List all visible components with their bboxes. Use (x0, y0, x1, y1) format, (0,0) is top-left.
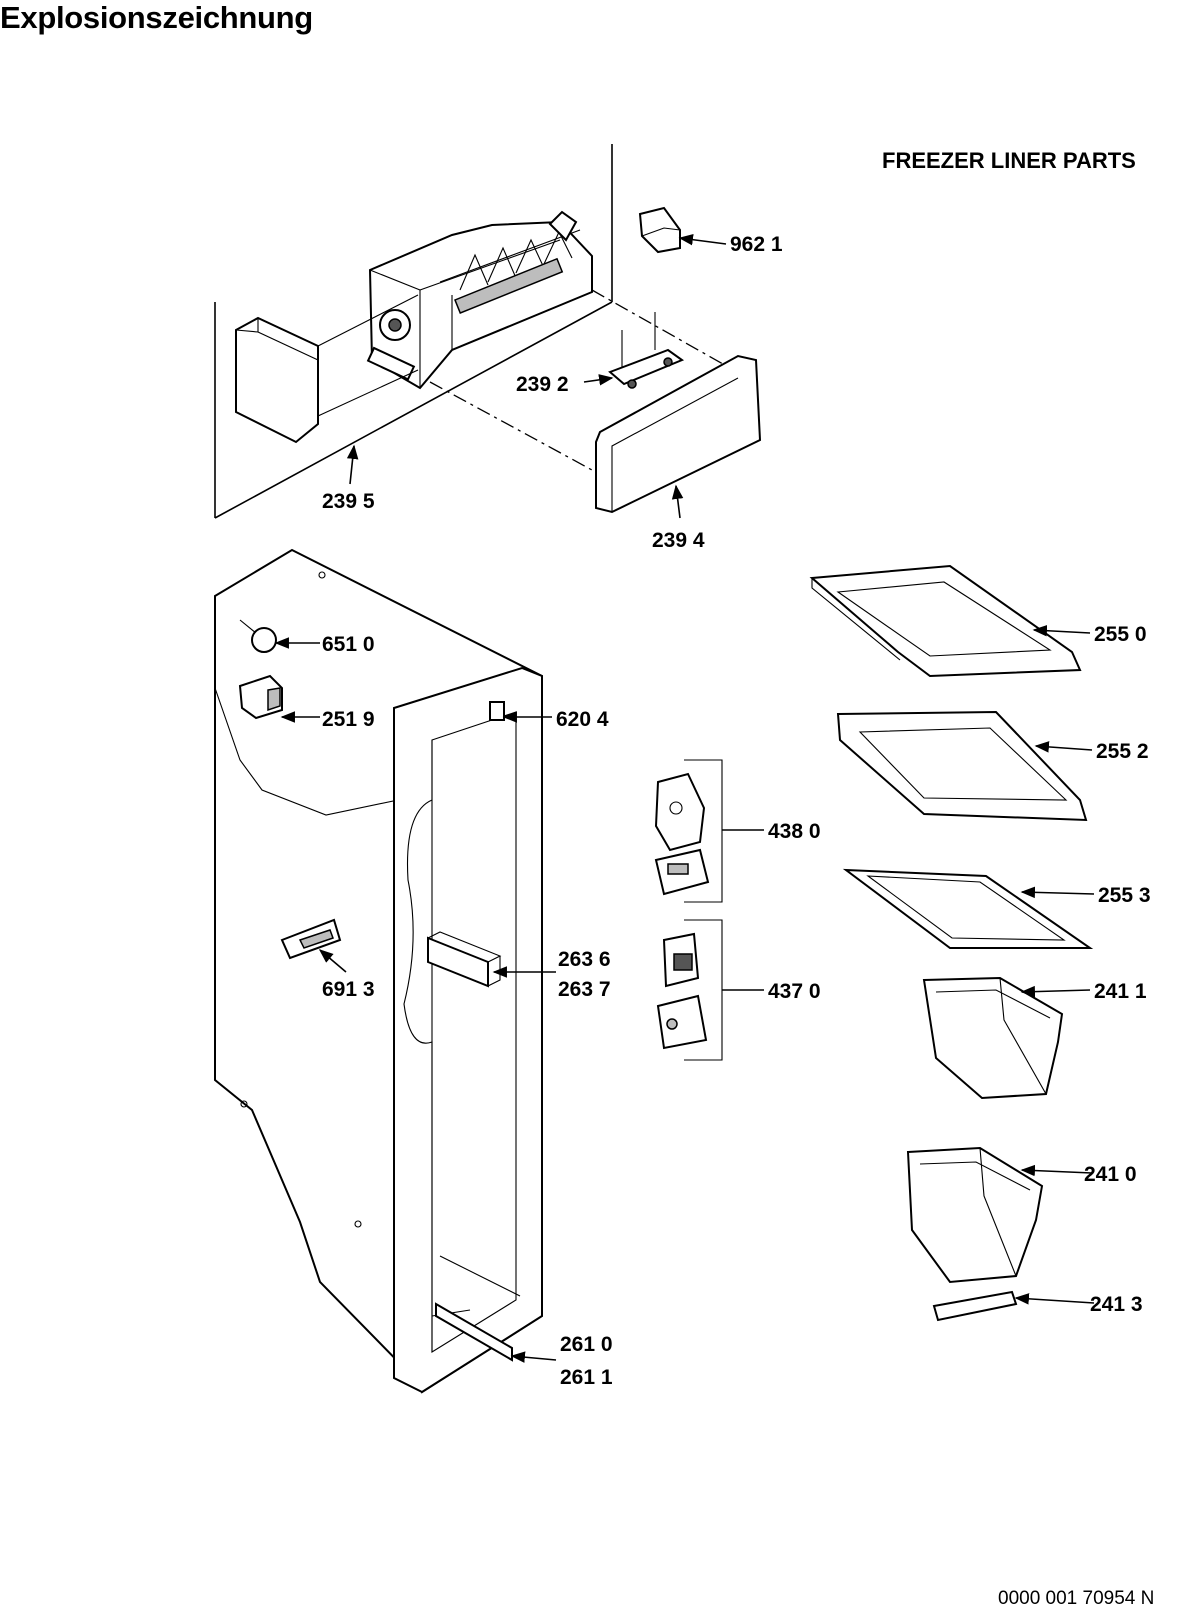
page-title: Explosionszeichnung (0, 0, 313, 35)
document-number: 0000 001 70954 N (998, 1588, 1155, 1609)
door-switch (489, 701, 505, 721)
part-callouts: 962 1 239 2 239 5 239 4 651 0 251 9 620 … (322, 233, 1151, 1389)
electronic-control-group-438 (654, 759, 723, 903)
ice-maker-cover (235, 316, 319, 444)
glass-shelf-255-3 (842, 868, 1094, 949)
callout-691-3: 691 3 (322, 978, 375, 1001)
callout-651-0: 651 0 (322, 633, 375, 656)
callout-620-4: 620 4 (556, 708, 609, 731)
callout-261-0: 261 0 (560, 1333, 613, 1356)
callout-255-0: 255 0 (1094, 623, 1147, 646)
callout-962-1: 962 1 (730, 233, 783, 256)
freezer-liner-body (214, 548, 543, 1394)
air-damper-cover (238, 674, 283, 720)
glass-shelf-255-0 (809, 564, 1082, 678)
callout-437-0: 437 0 (768, 980, 821, 1003)
callout-251-9: 251 9 (322, 708, 375, 731)
callout-241-0: 241 0 (1084, 1163, 1137, 1186)
freezer-basket-241-1 (922, 976, 1064, 1100)
callout-263-7: 263 7 (558, 978, 611, 1001)
ice-maker-assembly (366, 210, 593, 390)
freezer-basket-241-0 (906, 1146, 1044, 1284)
ice-bin-front-panel (595, 354, 762, 514)
callout-239-5: 239 5 (322, 490, 375, 513)
callout-255-2: 255 2 (1096, 740, 1149, 763)
callout-255-3: 255 3 (1098, 884, 1151, 907)
callout-241-1: 241 1 (1094, 980, 1147, 1003)
mounting-bracket (608, 348, 685, 389)
basket-handle-241-3 (932, 1290, 1018, 1322)
callout-261-1: 261 1 (560, 1366, 613, 1389)
callout-239-4: 239 4 (652, 529, 705, 552)
assembly-guide-lines (317, 289, 731, 471)
callout-239-2: 239 2 (516, 373, 569, 396)
callout-263-6: 263 6 (558, 948, 611, 971)
section-title: FREEZER LINER PARTS (882, 148, 1136, 173)
callout-241-3: 241 3 (1090, 1293, 1143, 1316)
electronic-control-group-437 (656, 919, 723, 1061)
air-duct-grille (427, 931, 502, 988)
glass-shelf-255-2 (836, 710, 1088, 822)
leader-lines (274, 233, 1095, 1363)
freezer-top-panel-outline (214, 144, 613, 519)
auger-motor-bracket (638, 206, 681, 254)
callout-438-0: 438 0 (768, 820, 821, 843)
freezer-light-lens (280, 918, 342, 960)
